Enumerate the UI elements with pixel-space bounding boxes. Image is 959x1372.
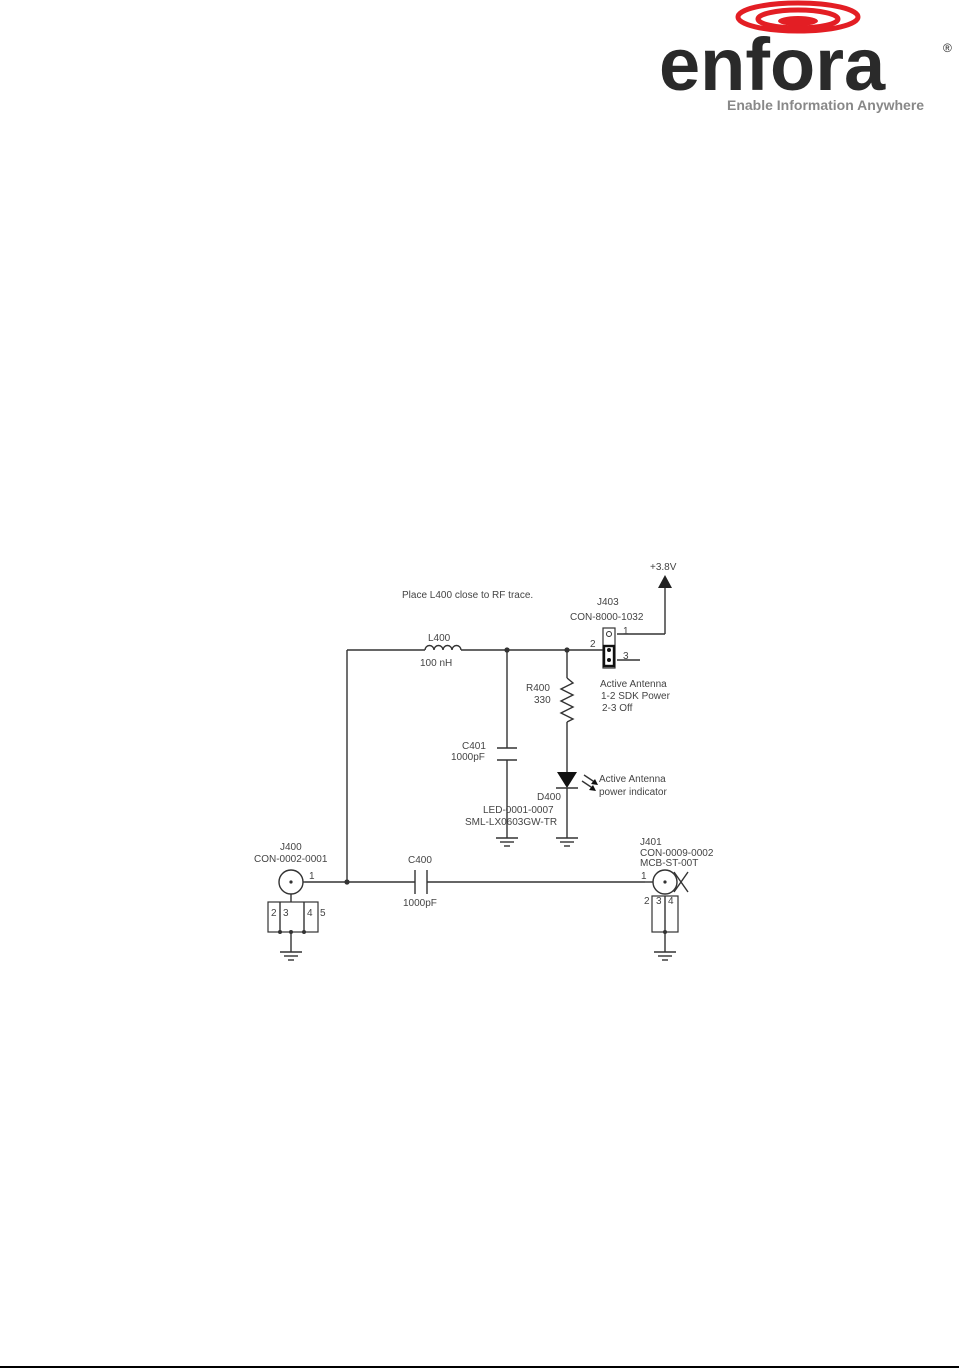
j401-pin1: 1 [641,871,647,882]
signal-waves-icon [735,0,861,34]
j401-pin3: 3 [656,896,662,907]
j400-pin3: 3 [283,908,289,919]
logo-tagline: Enable Information Anywhere [727,97,924,113]
led-part1: LED-0001-0007 [483,805,554,816]
j400-part: CON-0002-0001 [254,854,328,865]
ground-icon [556,837,578,847]
jumper-pin2: 2 [590,639,596,650]
jumper-desc3: 2-3 Off [602,703,633,714]
led-symbol [556,772,598,791]
resistor-symbol [559,677,575,723]
led-ref: D400 [537,792,561,803]
c401-value: 1000pF [451,752,485,763]
ground-icon [654,951,676,961]
led-desc2: power indicator [599,787,667,798]
j401-part2: MCB-ST-00T [640,858,698,869]
capacitor-c400-symbol [414,870,428,894]
enfora-logo: enfora ® Enable Information Anywhere [659,0,952,113]
wires [305,588,666,883]
jumper-desc1: Active Antenna [600,679,667,690]
jumper-ref: J403 [597,597,619,608]
c401-ref: C401 [462,741,486,752]
led-part2: SML-LX0603GW-TR [465,817,557,828]
c400-value: 1000pF [403,898,437,909]
jumper-desc2: 1-2 SDK Power [601,691,671,702]
led-desc1: Active Antenna [599,774,666,785]
j400-pin2: 2 [271,908,277,919]
j400-pin1: 1 [309,871,315,882]
registered-mark: ® [943,41,952,55]
j401-pin2: 2 [644,896,650,907]
junction-dots [344,647,570,885]
c400-ref: C400 [408,855,432,866]
resistor-ref: R400 [526,683,550,694]
inductor-value: 100 nH [420,658,452,669]
j401-part: CON-0009-0002 [640,848,714,859]
inductor-ref: L400 [428,633,451,644]
j400-pin5: 5 [320,908,326,919]
jumper-j403-symbol [602,627,616,669]
connector-j401-symbol [645,869,689,952]
resistor-value: 330 [534,695,551,706]
page-bottom-rule [0,1366,959,1368]
power-label: +3.8V [650,562,677,573]
placement-note: Place L400 close to RF trace. [402,590,533,601]
ground-icon [280,951,302,961]
j401-ref: J401 [640,837,662,848]
ground-icon [496,837,518,847]
capacitor-c401-symbol [497,747,517,761]
j401-pin4: 4 [668,896,674,907]
jumper-part: CON-8000-1032 [570,612,644,623]
jumper-pin3: 3 [623,651,629,662]
connector-j400-symbol [267,869,319,952]
jumper-pin1: 1 [623,626,629,637]
logo-wordmark: enfora [659,23,886,106]
power-arrow-icon [658,575,672,588]
j400-ref: J400 [280,842,302,853]
j400-pin4: 4 [307,908,313,919]
inductor-symbol [424,644,462,651]
